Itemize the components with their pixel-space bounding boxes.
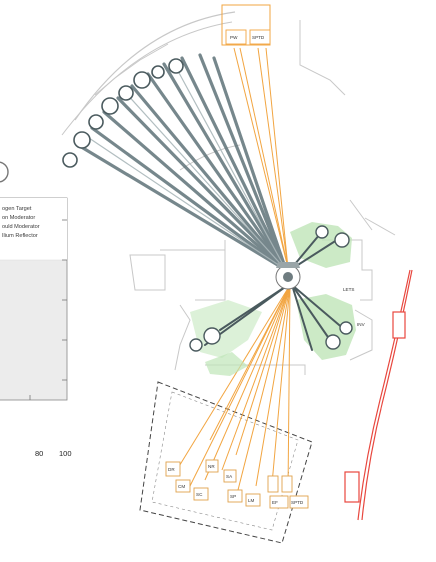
- top-box-label-pw: PW: [230, 35, 238, 40]
- legend-item-2: on Moderator: [2, 215, 35, 221]
- bottom-box-label-sa: SA: [226, 474, 233, 479]
- bottom-box-label-sp: SP: [230, 494, 236, 499]
- proton-beamline: [344, 269, 413, 521]
- bottom-box-label-sc: SC: [196, 492, 203, 497]
- legend-item-3: ould Moderator: [2, 224, 40, 230]
- bottom-box-label-sptd: SPTD: [291, 500, 304, 505]
- top-box-label-sptd: SPTD: [252, 35, 265, 40]
- bottom-beamline-boxes: [165, 459, 309, 509]
- legend-item-4: Ilium Reflector: [2, 233, 38, 239]
- chart-panel: ogen Target on Moderator ould Moderator …: [0, 161, 72, 458]
- side-label-inv: INV: [357, 322, 366, 327]
- bottom-box-label-ef: EF: [272, 500, 278, 505]
- side-label-lets: LETS: [343, 287, 355, 292]
- bottom-box-label-dr: DR: [168, 467, 175, 472]
- top-beamline-boxes: [225, 29, 271, 45]
- x-tick-100: 100: [59, 449, 72, 458]
- outer-building-box: [139, 381, 313, 544]
- cropped-circle-marker: [0, 161, 9, 183]
- side-stations: [189, 225, 353, 352]
- target-station: [275, 262, 301, 290]
- cold-beamlines-top: [221, 4, 289, 269]
- chart-legend-box: [0, 198, 67, 260]
- bottom-box-label-cm: CM: [178, 484, 185, 489]
- bottom-box-label-lm: LM: [248, 498, 255, 503]
- thermal-beamline-highlights: [85, 59, 287, 271]
- cold-beamlines-bottom: [177, 284, 291, 493]
- thermal-beamlines: [76, 53, 288, 272]
- bottom-box-label-nr: NR: [208, 464, 215, 469]
- legend-item-1: ogen Target: [2, 206, 32, 212]
- instrument-stations: [62, 58, 184, 168]
- x-tick-80: 80: [35, 449, 43, 458]
- chart-y-ticks: [29, 219, 67, 400]
